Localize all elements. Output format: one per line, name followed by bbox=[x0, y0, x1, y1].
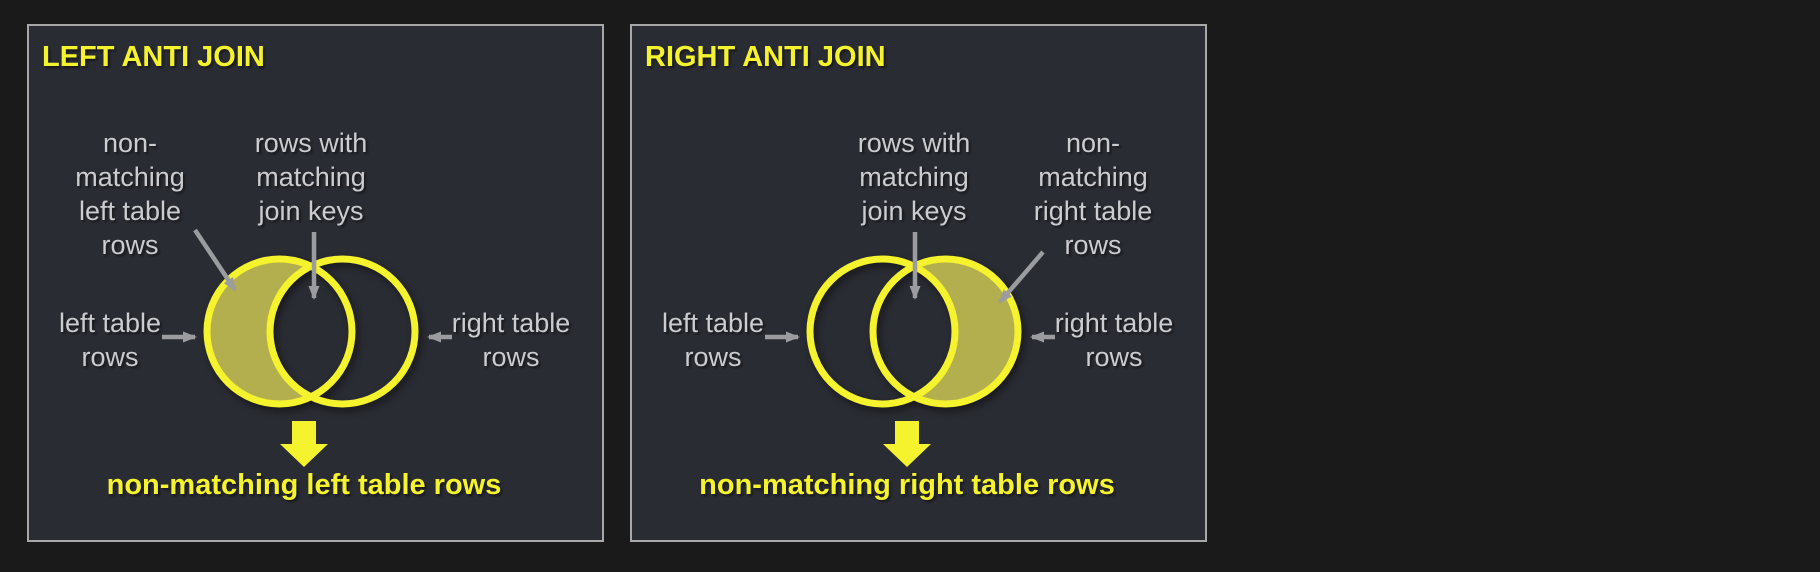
right-anti-join-panel: RIGHT ANTI JOIN rows with matching join … bbox=[630, 24, 1207, 542]
highlighted-right-crescent bbox=[914, 258, 1018, 404]
right-table-circle bbox=[869, 255, 1022, 408]
panel-title: RIGHT ANTI JOIN bbox=[645, 41, 886, 73]
right-table-circle bbox=[266, 255, 419, 408]
highlighted-left-crescent bbox=[207, 259, 311, 404]
non-matching-left-rows-label: non- matching left table rows bbox=[75, 128, 185, 260]
result-label: non-matching left table rows bbox=[106, 469, 502, 501]
non-matching-pointer-arrow bbox=[998, 250, 1045, 304]
result-down-arrow-icon bbox=[280, 421, 328, 467]
right-table-rows-label: right table rows bbox=[451, 308, 571, 372]
venn-diagram bbox=[162, 228, 452, 467]
left-table-circle bbox=[806, 255, 959, 408]
matching-join-keys-label: rows with matching join keys bbox=[857, 128, 971, 226]
non-matching-pointer-arrow bbox=[193, 228, 237, 292]
panel-title: LEFT ANTI JOIN bbox=[42, 41, 265, 73]
left-table-rows-label: left table rows bbox=[661, 308, 765, 372]
matching-join-keys-label: rows with matching join keys bbox=[254, 128, 368, 226]
result-down-arrow-icon bbox=[883, 421, 931, 467]
result-label: non-matching right table rows bbox=[699, 469, 1115, 501]
venn-diagram bbox=[765, 232, 1055, 467]
left-anti-join-panel: LEFT ANTI JOIN non- matching left table … bbox=[27, 24, 604, 542]
right-table-rows-label: right table rows bbox=[1054, 308, 1174, 372]
left-table-circle bbox=[203, 255, 356, 408]
non-matching-right-rows-label: non- matching right table rows bbox=[1033, 128, 1153, 260]
left-table-rows-label: left table rows bbox=[58, 308, 162, 372]
